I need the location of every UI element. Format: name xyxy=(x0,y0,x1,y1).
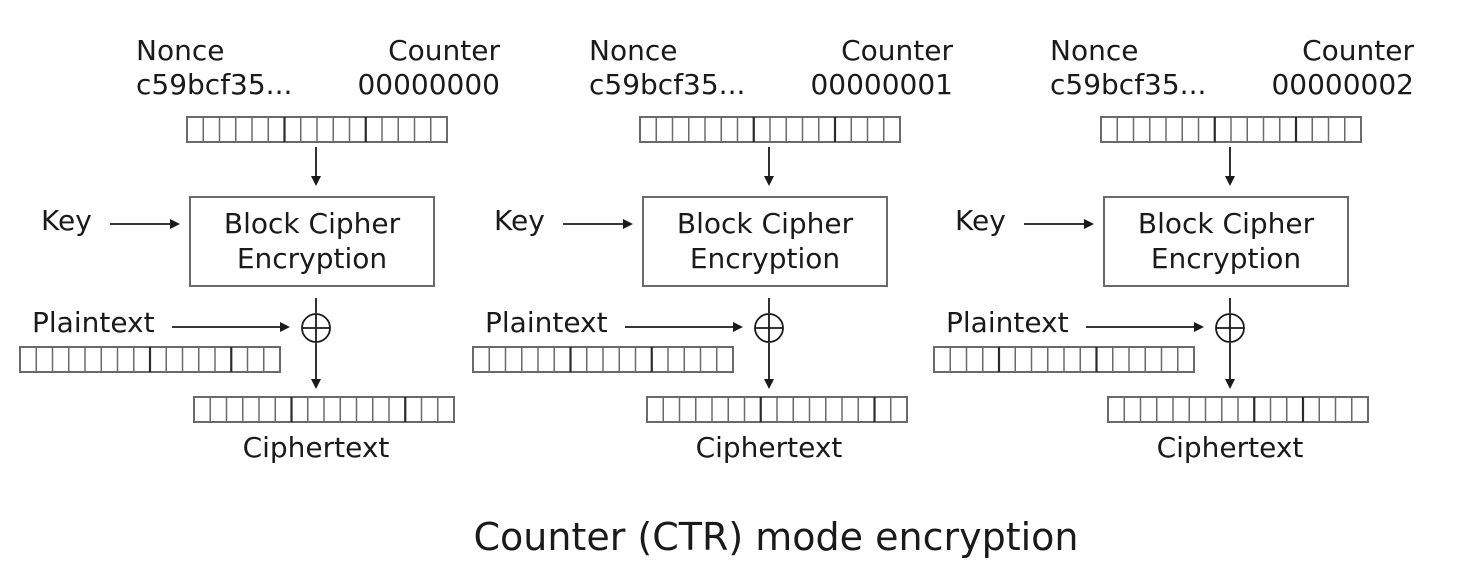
plaintext-arrow xyxy=(625,322,743,332)
block-cipher-label-line1: Block Cipher xyxy=(224,207,401,240)
plaintext-arrow xyxy=(1086,322,1204,332)
block-cipher-label-line1: Block Cipher xyxy=(677,207,854,240)
nonce-label: Nonce xyxy=(136,34,224,67)
key-label: Key xyxy=(955,204,1006,237)
nonce-value: c59bcf35... xyxy=(589,68,745,101)
block-cipher-label-line2: Encryption xyxy=(1151,242,1301,275)
xor-to-ciphertext-arrow xyxy=(311,343,321,389)
xor-icon xyxy=(1215,313,1245,343)
plaintext-label: Plaintext xyxy=(32,306,155,339)
block-cipher-label-line2: Encryption xyxy=(237,242,387,275)
counter-value: 00000001 xyxy=(810,68,953,101)
block-cipher-label-line1: Block Cipher xyxy=(1138,207,1315,240)
input-to-cipher-arrow xyxy=(764,147,774,186)
ciphertext-label: Ciphertext xyxy=(243,431,390,464)
plaintext-label: Plaintext xyxy=(946,306,1069,339)
block-cipher-label-line2: Encryption xyxy=(690,242,840,275)
ciphertext-block xyxy=(193,396,455,423)
counter-label: Counter xyxy=(1302,34,1414,67)
ciphertext-block xyxy=(1107,396,1369,423)
plaintext-label: Plaintext xyxy=(485,306,608,339)
nonce-value: c59bcf35... xyxy=(1050,68,1206,101)
plaintext-block xyxy=(472,346,734,373)
xor-icon xyxy=(754,313,784,343)
nonce-value: c59bcf35... xyxy=(136,68,292,101)
counter-label: Counter xyxy=(841,34,953,67)
nonce-counter-block xyxy=(1100,116,1362,143)
ciphertext-label: Ciphertext xyxy=(696,431,843,464)
ciphertext-block xyxy=(646,396,908,423)
key-label: Key xyxy=(494,204,545,237)
counter-label: Counter xyxy=(388,34,500,67)
xor-to-ciphertext-arrow xyxy=(764,343,774,389)
nonce-counter-block xyxy=(639,116,901,143)
plaintext-arrow xyxy=(172,322,290,332)
xor-to-ciphertext-arrow xyxy=(1225,343,1235,389)
diagram-caption: Counter (CTR) mode encryption xyxy=(473,515,1078,559)
ciphertext-label: Ciphertext xyxy=(1157,431,1304,464)
key-label: Key xyxy=(41,204,92,237)
nonce-label: Nonce xyxy=(1050,34,1138,67)
key-arrow xyxy=(563,219,633,229)
nonce-label: Nonce xyxy=(589,34,677,67)
key-arrow xyxy=(1024,219,1094,229)
input-to-cipher-arrow xyxy=(311,147,321,186)
counter-value: 00000002 xyxy=(1271,68,1414,101)
plaintext-block xyxy=(933,346,1195,373)
nonce-counter-block xyxy=(186,116,448,143)
input-to-cipher-arrow xyxy=(1225,147,1235,186)
counter-value: 00000000 xyxy=(357,68,500,101)
key-arrow xyxy=(110,219,180,229)
plaintext-block xyxy=(19,346,281,373)
xor-icon xyxy=(301,313,331,343)
